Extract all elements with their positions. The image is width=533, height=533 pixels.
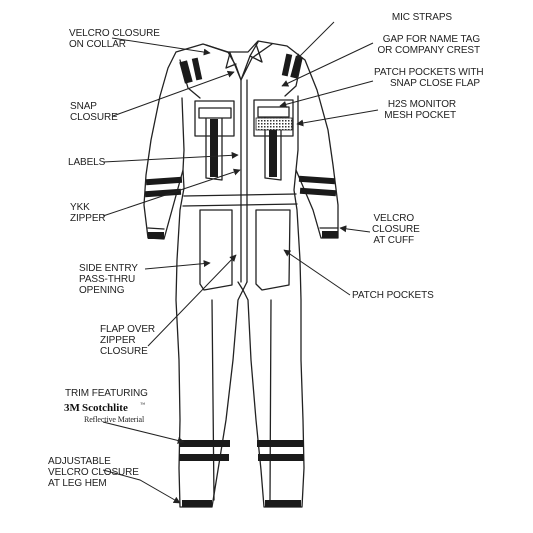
svg-text:™: ™ (140, 402, 145, 408)
arrow-side-entry (144, 260, 211, 270)
arrow-snap-closure (112, 70, 235, 117)
svg-text:Scotchlite: Scotchlite (82, 402, 128, 414)
label-flap-zipper: FLAP OVER ZIPPER CLOSURE (100, 324, 156, 357)
label-mic-straps: MIC STRAPS (391, 12, 452, 23)
svg-text:3M: 3M (64, 402, 81, 414)
label-labels: LABELS (68, 157, 106, 168)
zipper-placket (240, 79, 248, 283)
label-h2s-monitor: H2S MONITOR MESH POCKET (384, 99, 456, 121)
arrow-name-tag (281, 42, 374, 87)
arrow-adjustable-velcro (102, 469, 181, 504)
mesh-pocket (255, 117, 293, 131)
arrow-trim (102, 421, 185, 444)
arrow-flap-zipper (147, 254, 237, 347)
arrow-patch-pockets (283, 249, 351, 296)
arrow-velcro-cuff (339, 225, 371, 233)
label-patch-pockets: PATCH POCKETS (352, 290, 434, 301)
label-trim-heading: TRIM FEATURING (65, 388, 148, 399)
arrow-labels (102, 151, 239, 163)
arrow-h2s (296, 109, 379, 127)
label-velcro-collar: VELCRO CLOSURE ON COLLAR (69, 28, 160, 50)
right-hip-pocket (255, 209, 291, 291)
label-adjustable-velcro: ADJUSTABLE VELCRO CLOSURE AT LEG HEM (48, 456, 139, 489)
label-name-tag-gap: GAP FOR NAME TAG OR COMPANY CREST (377, 34, 481, 56)
reflective-trim (144, 53, 338, 507)
label-trim-material: Reflective Material (84, 415, 145, 424)
label-side-entry: SIDE ENTRY PASS-THRU OPENING (79, 263, 138, 296)
label-snap-closure: SNAP CLOSURE (70, 101, 118, 123)
label-ykk-zipper: YKK ZIPPER (70, 202, 106, 224)
arrow-mic-straps (295, 21, 335, 61)
arrow-velcro-collar (111, 37, 211, 56)
arrow-ykk-zipper (102, 168, 241, 217)
label-patch-pockets-flap: PATCH POCKETS WITH SNAP CLOSE FLAP (374, 67, 484, 89)
label-velcro-cuff: VELCRO CLOSURE AT CUFF (372, 213, 420, 246)
right-chest-pocket (253, 99, 294, 181)
arrow-patch-flap (279, 80, 374, 108)
left-hip-pocket (199, 209, 233, 291)
scotchlite-logo: 3M Scotchlite ™ (64, 402, 145, 414)
waistband (182, 193, 298, 207)
